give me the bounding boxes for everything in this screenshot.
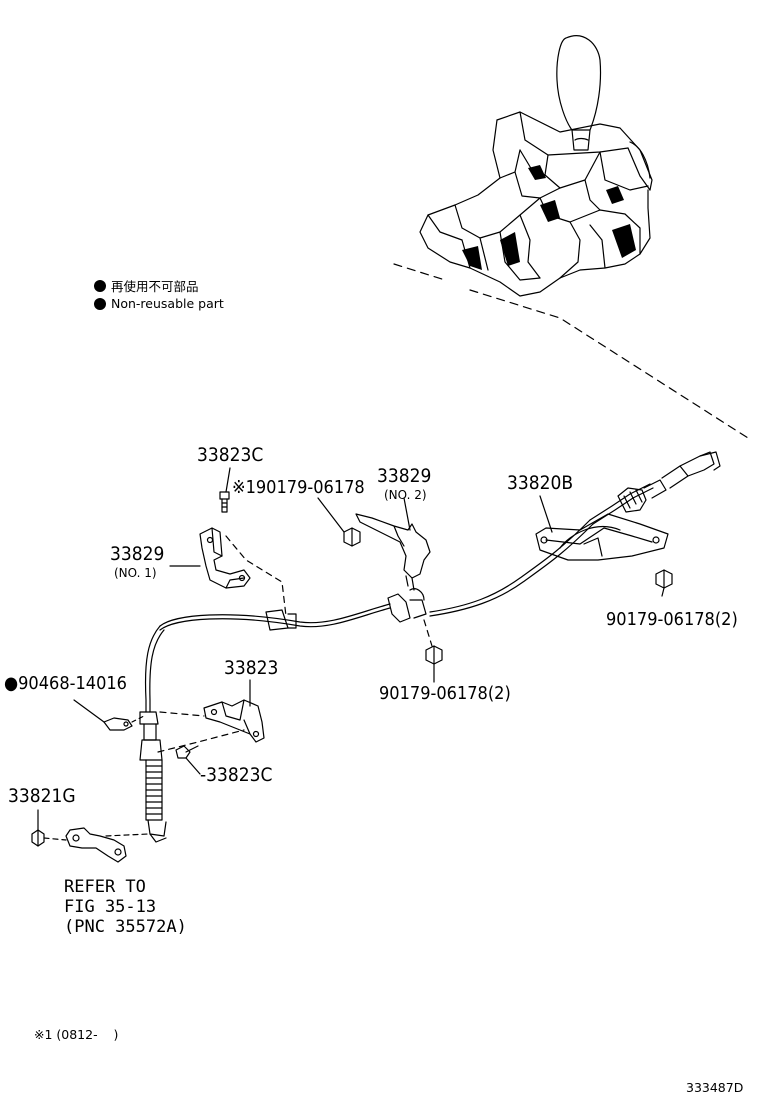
- dashed-leader-linkage: [106, 834, 148, 836]
- refer-note-line-2: FIG 35‑13: [64, 897, 157, 917]
- dashed-leader-housing: [394, 264, 748, 438]
- dashed-leader-33821g: [44, 838, 66, 840]
- filled-circle-icon: [94, 279, 106, 292]
- bolt-33823c-lower: [176, 746, 198, 758]
- dashed-leader-no1: [226, 536, 286, 616]
- bolt-33823c-top: [220, 492, 229, 512]
- legend-item-japanese: 再使用不可部品: [94, 276, 199, 295]
- cable-adjuster-ribs: [624, 490, 642, 508]
- refer-note-line-3: (PNC 35572A): [64, 917, 187, 937]
- bracket-33829-no1: [200, 528, 250, 588]
- footnote: ※1 (0812‑ ): [34, 1027, 119, 1042]
- part-label-33823: 33823: [224, 657, 279, 679]
- part-label-33829-no2: 33829: [377, 465, 432, 487]
- part-label-33829-no1: 33829: [110, 543, 165, 565]
- nut-90179-right: [656, 570, 672, 588]
- label-leaders: [38, 468, 664, 830]
- nut-90179-lower: [426, 646, 442, 664]
- shift-cable: [140, 452, 720, 842]
- cable-boot-ribs: [146, 766, 162, 814]
- linkage-arm: [66, 828, 126, 862]
- nut-33821g: [32, 830, 44, 846]
- bracket-33829-no2: [356, 514, 430, 590]
- filled-circle-icon: [94, 297, 106, 310]
- legend-text-japanese: 再使用不可部品: [111, 279, 199, 294]
- refer-note-line-1: REFER TO: [64, 877, 146, 897]
- dashed-leader-nut-lower: [424, 620, 432, 646]
- legend-item-english: Non‑reusable part: [94, 296, 224, 311]
- bracket-33823: [204, 700, 264, 742]
- part-label-90468-14016: ●90468‑14016: [4, 673, 127, 694]
- dashed-leader-33823: [158, 712, 244, 752]
- part-label-33823c-top: 33823C: [197, 444, 264, 466]
- part-label-90179-lower: 90179‑06178(2): [379, 683, 511, 704]
- part-label-90179-right: 90179‑06178(2): [606, 609, 738, 630]
- dashed-leader-clip: [132, 716, 144, 722]
- diagram-id: 333487D: [686, 1080, 744, 1095]
- clip-90468-14016: [104, 718, 132, 730]
- part-sublabel-no2: (NO. 2): [384, 488, 427, 502]
- part-label-90179-center: ※190179‑06178: [232, 477, 365, 498]
- legend-text-english: Non‑reusable part: [111, 296, 224, 311]
- part-label-33820b: 33820B: [507, 472, 574, 494]
- part-sublabel-no1: (NO. 1): [114, 566, 157, 580]
- part-label-33823c-lower: ‑33823C: [200, 764, 273, 786]
- shift-lever-assembly: [420, 36, 652, 296]
- part-label-33821g: 33821G: [8, 785, 76, 807]
- nut-90179-center: [344, 528, 360, 546]
